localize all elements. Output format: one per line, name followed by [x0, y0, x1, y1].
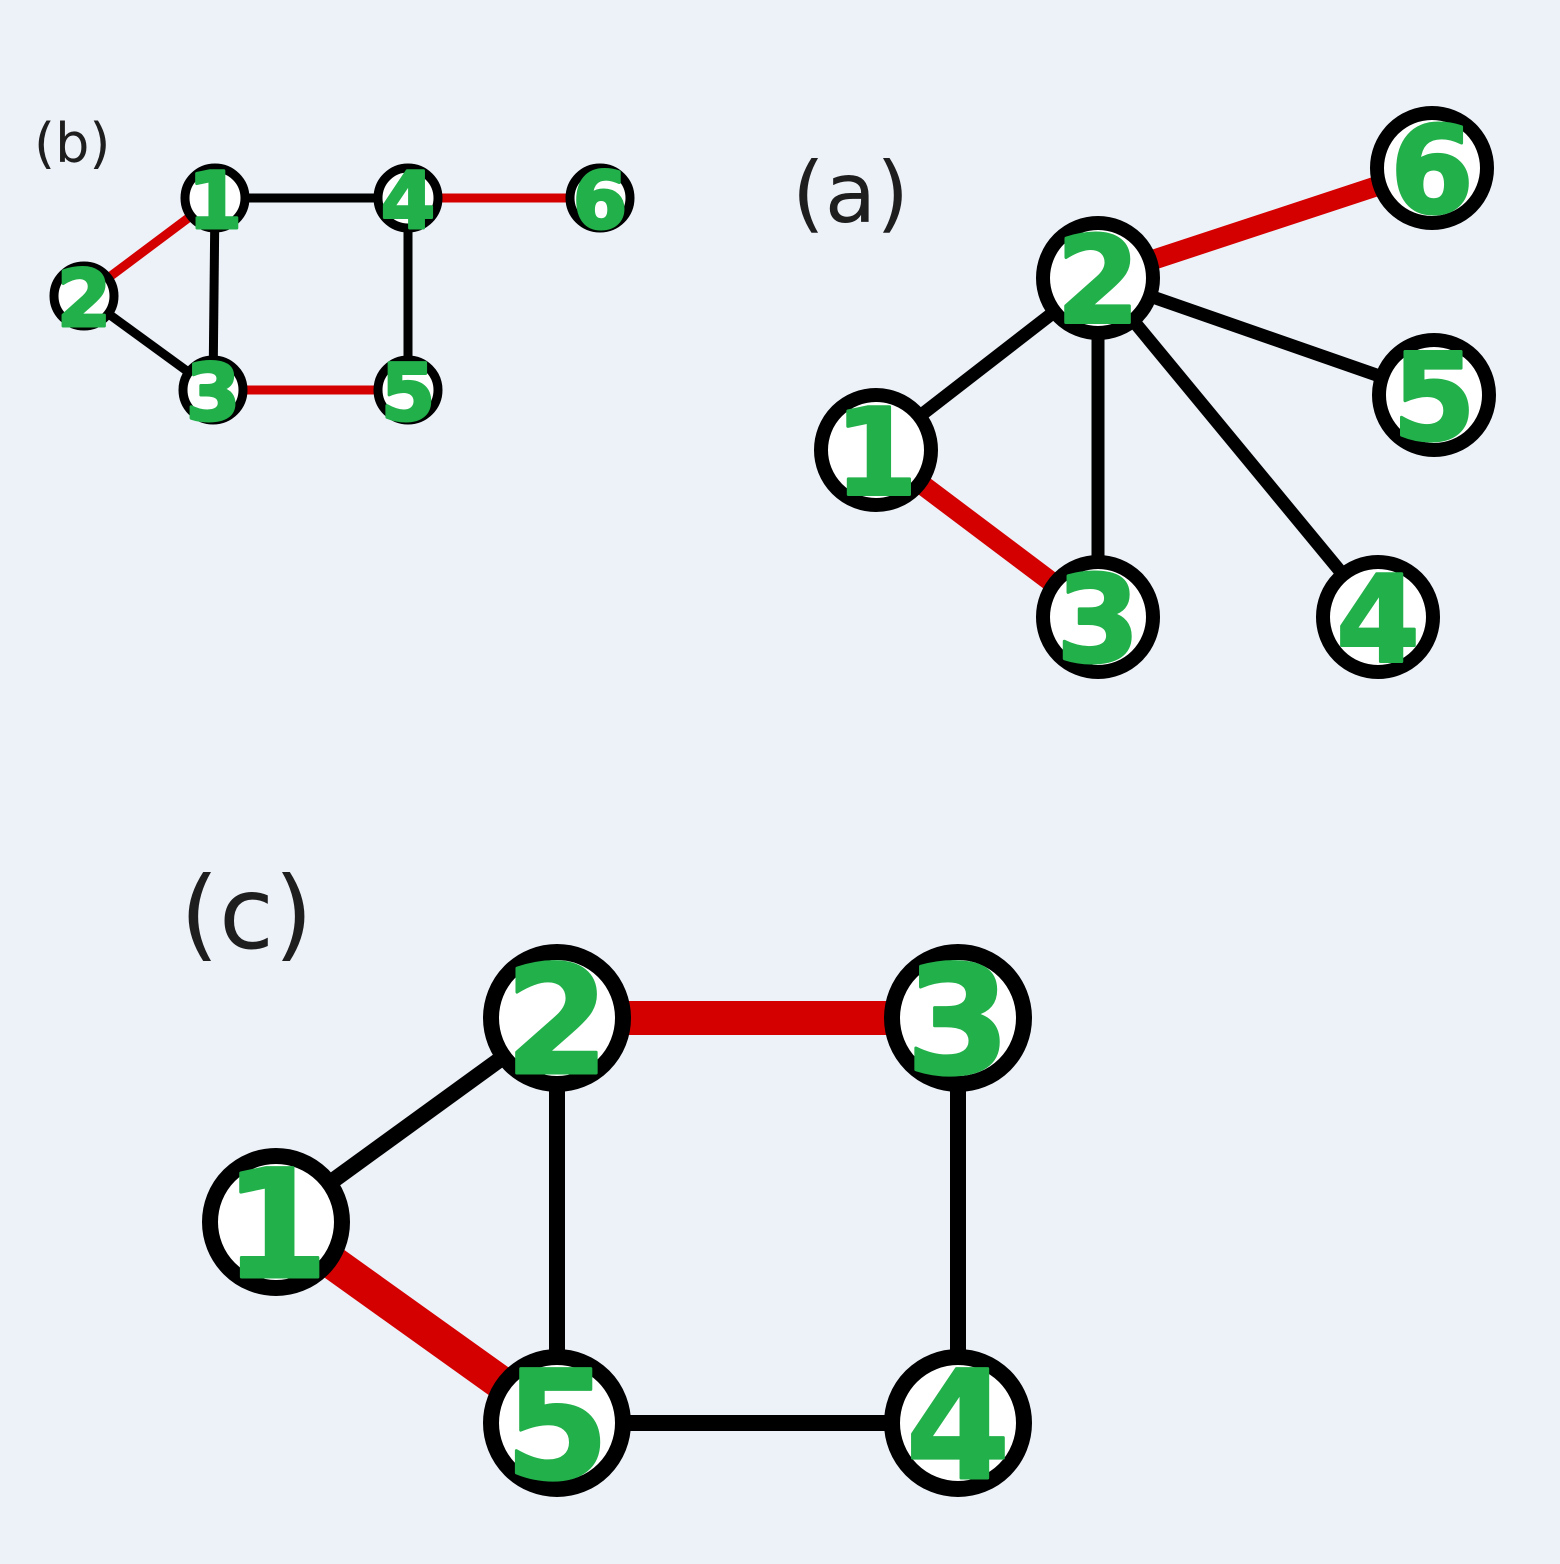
node-number-label: 4 — [381, 157, 435, 247]
node-circle — [1370, 106, 1494, 230]
node-circle — [483, 944, 631, 1092]
panel-b-node-2: 2 — [49, 254, 119, 347]
node-circle — [884, 944, 1032, 1092]
node-circle — [1316, 555, 1440, 679]
node-number-label: 5 — [505, 1340, 609, 1514]
panel-b-node-5: 5 — [373, 348, 443, 441]
node-circle — [373, 355, 443, 425]
panel-a-node-6: 6 — [1370, 101, 1494, 243]
panel-b-node-4: 4 — [373, 156, 443, 249]
panel-label-b: (b) — [34, 112, 110, 175]
node-circle — [178, 355, 248, 425]
node-number-label: 1 — [224, 1139, 328, 1313]
node-number-label: 2 — [1056, 213, 1140, 352]
node-circle — [1036, 555, 1160, 679]
node-number-label: 3 — [1056, 552, 1140, 691]
node-circle — [49, 261, 119, 331]
panel-a-node-2: 2 — [1036, 211, 1160, 353]
panel-label-a: (a) — [792, 144, 909, 242]
node-number-label: 2 — [57, 255, 111, 345]
panel-a-node-5: 5 — [1372, 328, 1496, 470]
panel-a-nodes: 12 3 4 5 6 — [814, 101, 1496, 692]
node-circle — [884, 1349, 1032, 1497]
node-circle — [373, 163, 443, 233]
node-circle — [1036, 216, 1160, 340]
node-number-label: 4 — [906, 1340, 1010, 1514]
node-number-label: 1 — [188, 157, 242, 247]
node-circle — [180, 163, 250, 233]
panel-c-node-4: 4 — [884, 1339, 1032, 1516]
panel-b: (b) 123 4 5 6 — [34, 112, 635, 441]
node-number-label: 3 — [906, 935, 1010, 1109]
node-number-label: 4 — [1336, 552, 1420, 691]
panel-b-nodes: 123 4 5 6 — [49, 156, 635, 441]
panel-b-edges — [81, 193, 600, 395]
panel-c-node-2: 2 — [483, 934, 631, 1111]
panel-a-node-3: 3 — [1036, 550, 1160, 692]
panel-c-edges — [266, 1001, 966, 1437]
node-circle — [565, 163, 635, 233]
node-circle — [814, 388, 938, 512]
node-circle — [483, 1349, 631, 1497]
node-number-label: 2 — [505, 935, 609, 1109]
panel-a-edge-2-4 — [1092, 273, 1384, 622]
panel-c-node-1: 1 — [202, 1138, 350, 1315]
panel-b-node-6: 6 — [565, 156, 635, 249]
node-number-label: 3 — [186, 349, 240, 439]
panel-a-edges — [869, 158, 1437, 625]
panel-a: (a) 12 3 4 5 6 — [792, 101, 1496, 692]
node-number-label: 5 — [381, 349, 435, 439]
node-circle — [1372, 333, 1496, 457]
node-circle — [202, 1148, 350, 1296]
panel-label-c: (c) — [180, 855, 313, 972]
node-number-label: 6 — [1390, 103, 1474, 242]
node-number-label: 5 — [1392, 330, 1476, 469]
panel-c-node-5: 5 — [483, 1339, 631, 1516]
node-number-label: 1 — [834, 385, 918, 524]
panel-c-node-3: 3 — [884, 934, 1032, 1111]
panel-a-node-1: 1 — [814, 383, 938, 525]
panel-a-node-4: 4 — [1316, 550, 1440, 692]
panel-c: (c) 1 2 3 4 5 — [180, 855, 1032, 1516]
panel-c-nodes: 1 2 3 4 5 — [202, 934, 1032, 1516]
panel-b-node-3: 3 — [178, 348, 248, 441]
panel-b-node-1: 1 — [180, 156, 250, 249]
node-number-label: 6 — [573, 157, 627, 247]
